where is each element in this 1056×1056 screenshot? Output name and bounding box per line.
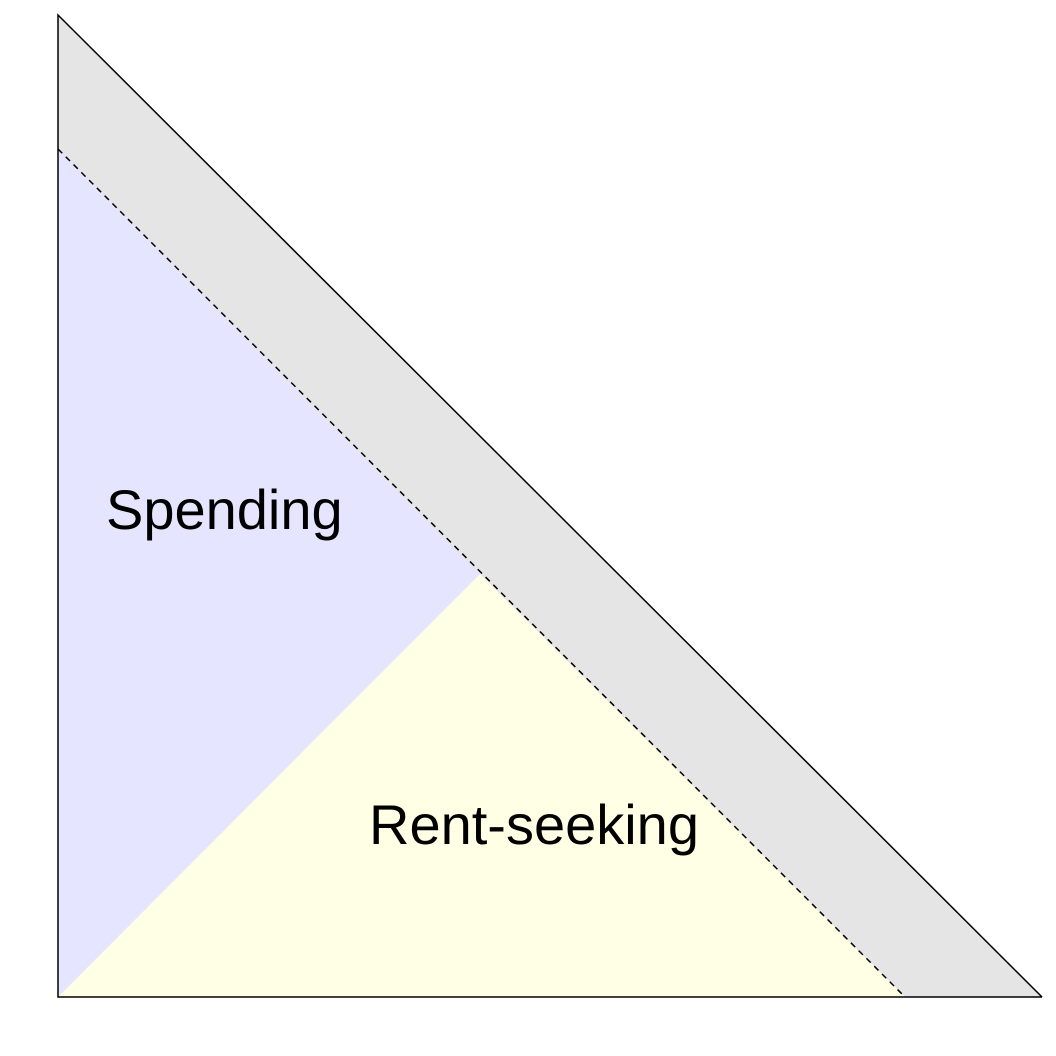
outer-triangle-outline [57, 13, 1043, 998]
dashed-boundary-line [57, 148, 906, 998]
spending-label: Spending [106, 478, 343, 541]
spending-region [58, 149, 480, 997]
rent-seeking-label: Rent-seeking [369, 793, 699, 856]
rent-seeking-region [58, 574, 905, 997]
